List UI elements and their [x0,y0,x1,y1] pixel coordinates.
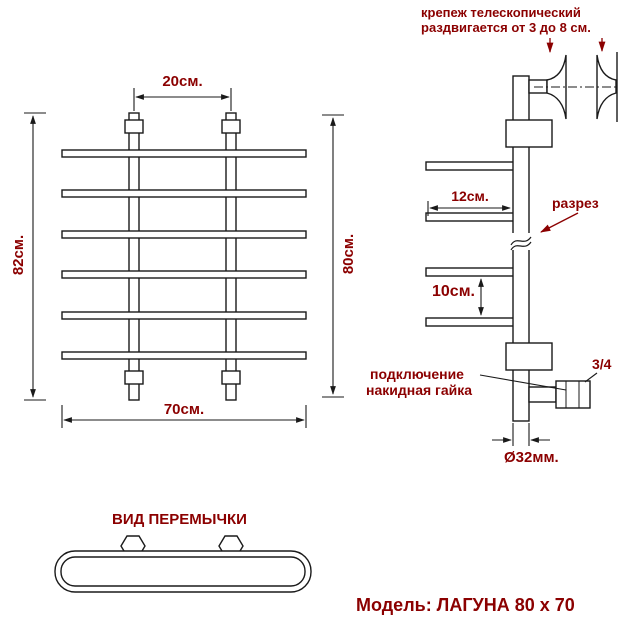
front-dim-top: 20см. [162,73,203,90]
crossbar-view-title: ВИД ПЕРЕМЫЧКИ [112,511,247,528]
side-view-drawing [425,52,619,422]
front-dim-left: 82см. [10,234,27,276]
side-dim-depth: 12см. [451,188,489,204]
model-label: Модель: ЛАГУНА 80 х 70 [356,595,575,615]
front-view-dimensions [24,88,344,428]
cut-label: разрез [552,195,599,211]
fastener-label-line1: крепеж телескопический [421,5,581,20]
side-view-annotations [427,38,606,446]
side-dim-diameter: Ø32мм. [504,449,559,466]
front-dim-bottom: 70см. [163,401,205,418]
front-dim-right: 80см. [340,233,357,275]
side-dim-gap: 10см. [432,283,475,300]
crossbar-view-drawing [54,535,312,593]
connection-label-line2: накидная гайка [366,382,473,398]
connection-label-line1: подключение [370,366,464,382]
front-view-drawing [61,112,307,401]
thread-size-label: 3/4 [592,356,612,372]
fastener-label-line2: раздвигается от 3 до 8 см. [421,20,591,35]
